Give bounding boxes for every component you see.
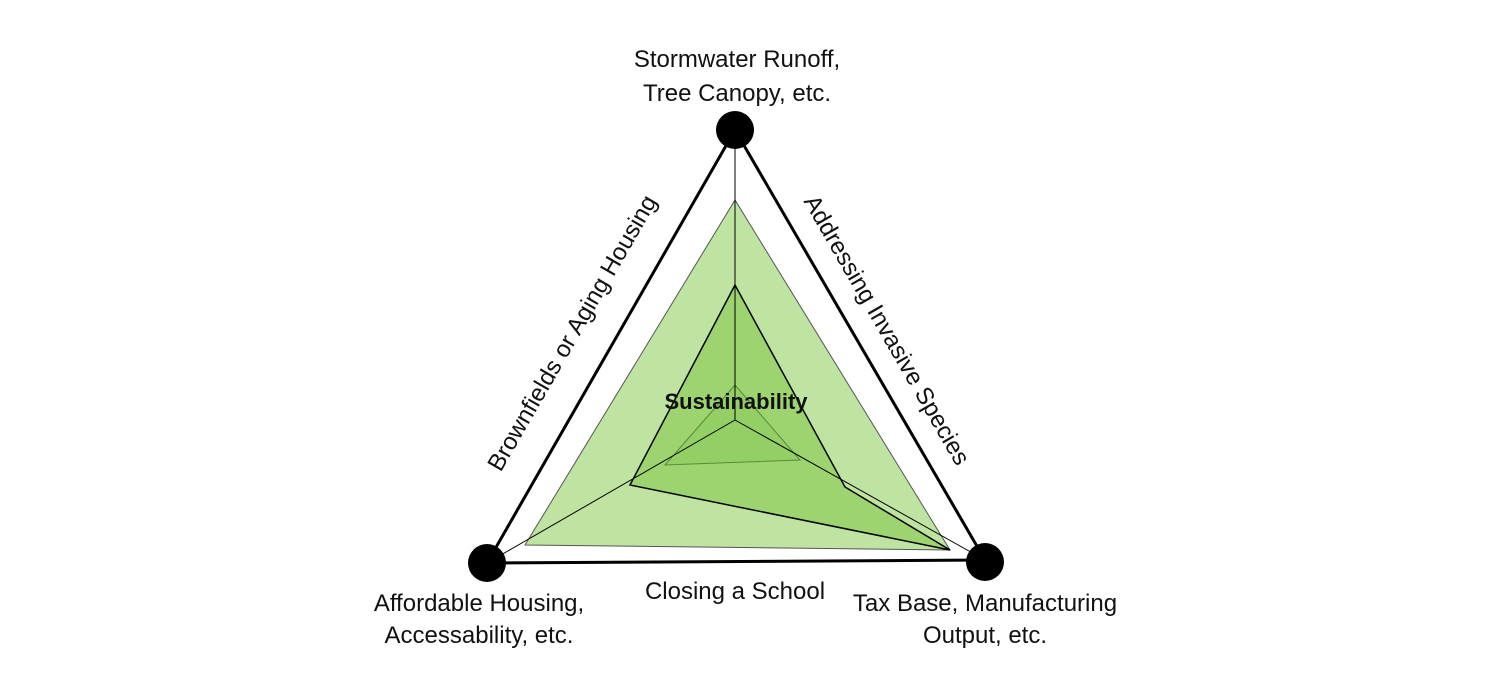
vertex-label-bottom-left-line1: Affordable Housing, bbox=[374, 590, 584, 617]
center-label: Sustainability bbox=[664, 389, 808, 414]
vertex-label-top-line1: Stormwater Runoff, bbox=[634, 46, 840, 73]
middle-area bbox=[628, 283, 951, 551]
vertex-dot-top bbox=[716, 111, 754, 149]
edge-label-bottom: Closing a School bbox=[645, 578, 825, 605]
vertex-label-top-line2: Tree Canopy, etc. bbox=[643, 80, 831, 107]
vertex-label-bottom-right-line1: Tax Base, Manufacturing bbox=[853, 590, 1117, 617]
vertex-label-bottom-right-line2: Output, etc. bbox=[923, 622, 1047, 649]
spoke-right bbox=[734, 419, 986, 561]
vertex-dot-bottom-left bbox=[468, 544, 506, 582]
vertex-dot-bottom-right bbox=[966, 543, 1004, 581]
vertex-label-bottom-left-line2: Accessability, etc. bbox=[385, 622, 574, 649]
outer-triangle bbox=[484, 126, 988, 565]
inner-area bbox=[663, 384, 802, 466]
spoke-left bbox=[486, 419, 736, 564]
